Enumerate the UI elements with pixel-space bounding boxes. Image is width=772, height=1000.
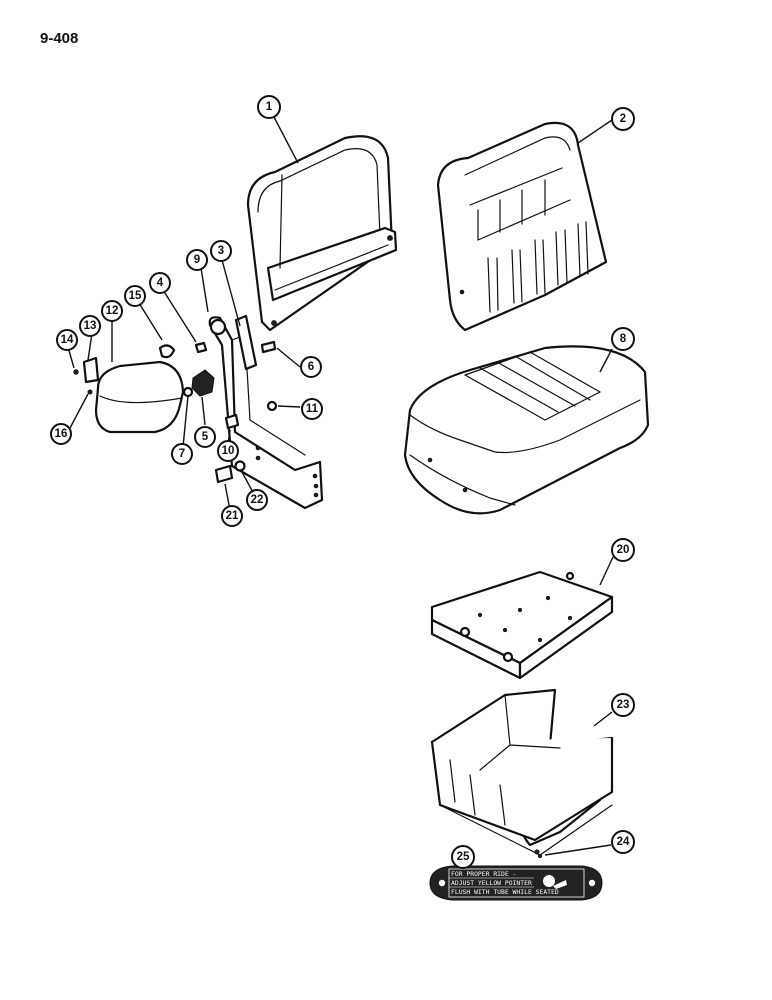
callout-4: 4 — [149, 272, 171, 294]
part-seat-cushion — [403, 345, 650, 515]
callout-21: 21 — [221, 505, 243, 527]
svg-text:8: 8 — [620, 333, 627, 345]
part-armrest-pad — [94, 360, 185, 434]
svg-text:23: 23 — [617, 699, 630, 711]
svg-text:5: 5 — [202, 431, 209, 443]
svg-text:15: 15 — [129, 290, 142, 302]
callout-8: 8 — [611, 327, 635, 351]
callout-7: 7 — [171, 443, 193, 465]
svg-text:11: 11 — [306, 403, 319, 415]
svg-text:9: 9 — [194, 254, 200, 266]
part-hardware — [73, 340, 543, 859]
svg-text:4: 4 — [157, 277, 164, 289]
svg-text:24: 24 — [617, 836, 630, 848]
callout-2: 2 — [611, 107, 635, 131]
callout-6: 6 — [300, 356, 322, 378]
svg-text:25: 25 — [457, 851, 470, 863]
callout-10: 10 — [217, 440, 239, 462]
callout-9: 9 — [186, 249, 208, 271]
decal-line-2: ADJUST YELLOW POINTER — [451, 879, 532, 887]
svg-text:7: 7 — [179, 448, 185, 460]
part-backrest-frame — [246, 135, 398, 332]
callout-3: 3 — [210, 240, 232, 262]
callout-16: 16 — [50, 423, 72, 445]
callout-20: 20 — [611, 538, 635, 562]
callout-11: 11 — [301, 398, 323, 420]
callout-1: 1 — [257, 95, 281, 119]
svg-text:10: 10 — [222, 445, 235, 457]
svg-text:20: 20 — [617, 544, 630, 556]
svg-text:13: 13 — [84, 320, 97, 332]
svg-text:22: 22 — [251, 494, 264, 506]
callout-15: 15 — [124, 285, 146, 307]
svg-text:16: 16 — [55, 428, 68, 440]
callout-13: 13 — [79, 315, 101, 337]
decal-line-1: FOR PROPER RIDE - — [451, 870, 516, 878]
decal-line-3: FLUSH WITH TUBE WHILE SEATED — [451, 888, 559, 896]
page-number: 9-408 — [40, 30, 79, 47]
svg-text:12: 12 — [106, 305, 119, 317]
svg-text:2: 2 — [620, 113, 626, 125]
svg-text:6: 6 — [308, 361, 314, 373]
svg-text:3: 3 — [218, 245, 224, 257]
part-ride-decal: FOR PROPER RIDE - ADJUST YELLOW POINTER … — [429, 865, 603, 901]
svg-text:21: 21 — [226, 510, 239, 522]
callout-5: 5 — [194, 426, 216, 448]
part-armrest-bracket — [208, 314, 324, 510]
callout-22: 22 — [246, 489, 268, 511]
part-bellows-boot — [430, 688, 614, 856]
svg-text:14: 14 — [61, 334, 74, 346]
part-backrest-cushion — [436, 121, 608, 332]
svg-text:1: 1 — [266, 101, 273, 113]
callout-14: 14 — [56, 329, 78, 351]
part-suspension-plate — [430, 570, 614, 680]
callout-12: 12 — [101, 300, 123, 322]
callout-24: 24 — [611, 830, 635, 854]
callout-23: 23 — [611, 693, 635, 717]
callout-25: 25 — [451, 845, 475, 869]
